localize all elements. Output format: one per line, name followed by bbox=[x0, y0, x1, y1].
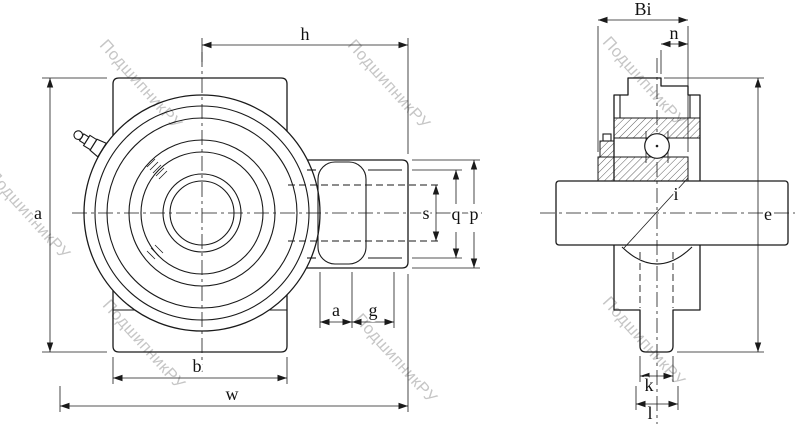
watermark-text: ПодшипникРУ bbox=[344, 36, 434, 133]
inner-ring-section bbox=[597, 156, 689, 182]
front-centerlines bbox=[72, 52, 482, 372]
dim-label-g: g bbox=[369, 300, 378, 320]
side-view: Bi n i e k bbox=[540, 0, 795, 425]
set-screw-head bbox=[602, 133, 612, 142]
dimension-bi: Bi bbox=[597, 0, 689, 152]
dim-label-k: k bbox=[645, 375, 654, 395]
dim-label-a-slot: a bbox=[332, 300, 340, 320]
dimension-n: n bbox=[660, 21, 688, 74]
dim-label-s: s bbox=[422, 203, 429, 223]
dimension-a-g-slot: a g bbox=[319, 272, 395, 328]
front-view: h a s q p bbox=[32, 22, 482, 412]
watermark-text: ПодшипникРУ bbox=[351, 310, 441, 407]
dimension-q: q bbox=[412, 169, 463, 259]
watermark-text: ПодшипникРУ bbox=[599, 33, 689, 130]
spherical-seat-arc bbox=[621, 246, 693, 265]
watermark-text: ПодшипникРУ bbox=[96, 36, 186, 133]
dim-label-h: h bbox=[301, 24, 310, 44]
shaft bbox=[555, 180, 789, 246]
watermarks: ПодшипникРУ ПодшипникРУ ПодшипникРУ Подш… bbox=[0, 33, 689, 407]
dim-label-q: q bbox=[452, 204, 461, 224]
bearing-section bbox=[597, 117, 701, 182]
dim-label-a-height: a bbox=[34, 203, 42, 223]
dimension-p: p bbox=[412, 159, 481, 269]
dim-label-w: w bbox=[226, 384, 239, 404]
dim-label-p: p bbox=[470, 204, 479, 224]
set-screw-hatch bbox=[146, 158, 168, 260]
slot-block bbox=[288, 161, 442, 265]
housing-profile bbox=[613, 77, 701, 353]
dimension-a-height: a bbox=[32, 77, 107, 353]
dim-label-bi: Bi bbox=[634, 0, 651, 19]
front-outline bbox=[112, 77, 409, 353]
dim-label-e: e bbox=[764, 204, 772, 224]
dimension-k: k bbox=[639, 356, 674, 397]
dim-label-n: n bbox=[670, 23, 679, 43]
dimension-s: s bbox=[420, 185, 440, 241]
dimension-i: i bbox=[623, 177, 689, 249]
grease-fitting bbox=[73, 130, 108, 158]
set-screw bbox=[599, 140, 615, 158]
dim-label-l: l bbox=[647, 403, 652, 423]
ball-center bbox=[655, 144, 659, 148]
dimension-b: b bbox=[112, 354, 288, 384]
dim-label-i: i bbox=[673, 184, 678, 204]
dim-label-b: b bbox=[193, 356, 202, 376]
dimension-e: e bbox=[664, 77, 774, 353]
dimension-l: l bbox=[635, 386, 679, 425]
dimension-w: w bbox=[59, 274, 409, 412]
bearing-circles bbox=[83, 94, 321, 332]
dimension-h: h bbox=[201, 22, 409, 154]
